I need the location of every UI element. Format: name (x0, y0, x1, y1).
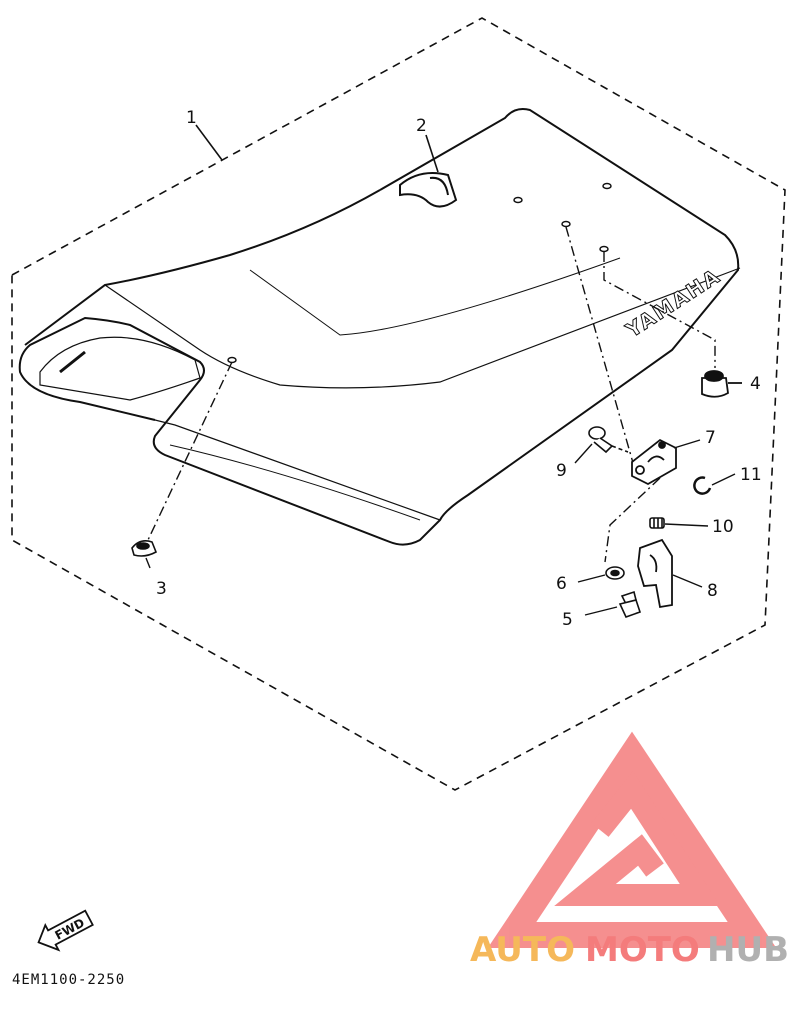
assembly-leaders (147, 226, 716, 563)
callout-2-leader (425, 134, 439, 173)
watermark-logo-icon (487, 731, 777, 948)
pin-part-9 (588, 426, 629, 454)
part-code: 4EM1100-2250 (12, 972, 126, 988)
fwd-arrow-icon: FWD (37, 909, 94, 952)
watermark-text-moto: MOTO (585, 930, 700, 970)
seat-mount-holes (227, 182, 612, 364)
e-clip-part-11 (693, 476, 712, 495)
watermark-text-hub: HUB (707, 930, 789, 970)
callout-11: 11 (740, 465, 762, 485)
seat-brand-text: YAMAHA (621, 263, 725, 342)
seat-hook-part (399, 172, 458, 208)
callout-6: 6 (556, 574, 567, 594)
callout-leaders (145, 439, 736, 616)
damper-part-3 (131, 540, 158, 557)
washer-part-6 (605, 566, 625, 580)
callout-1: 1 (186, 108, 197, 128)
callout-8: 8 (707, 581, 718, 601)
damper-part-4 (701, 370, 742, 398)
callout-10: 10 (712, 517, 734, 537)
watermark-text-auto: AUTO (470, 930, 575, 970)
callout-9: 9 (556, 461, 567, 481)
callout-7: 7 (705, 428, 716, 448)
callout-5: 5 (562, 610, 573, 630)
bolt-part-5 (618, 590, 642, 618)
spring-part-10 (649, 517, 665, 529)
seat-drawing (18, 108, 741, 546)
lock-bracket-part-7 (631, 438, 677, 486)
lock-lever-part-8 (637, 538, 673, 609)
callout-1-leader (195, 124, 223, 161)
callout-4: 4 (750, 374, 761, 394)
callout-2: 2 (416, 116, 427, 136)
callout-3: 3 (156, 579, 167, 599)
assembly-boundary (11, 17, 786, 791)
